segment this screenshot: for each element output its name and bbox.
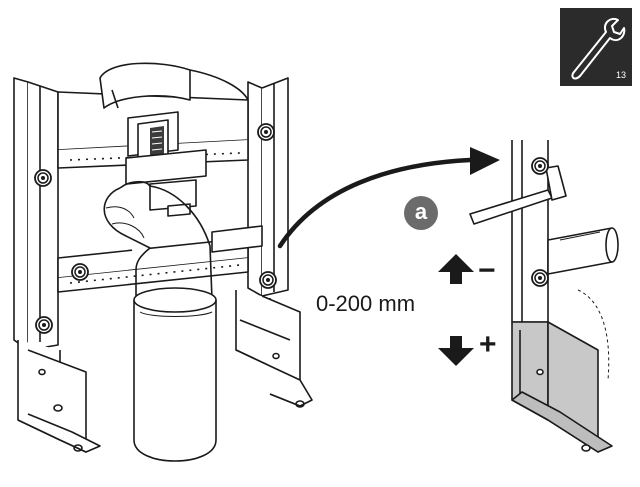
callout-badge: a <box>404 196 438 230</box>
allen-key <box>469 165 567 225</box>
highlighted-foot <box>511 321 613 453</box>
plus-sign: + <box>479 328 497 361</box>
frame-assembly <box>13 62 313 462</box>
curved-arrow <box>277 147 500 249</box>
detail-nut-top <box>531 157 549 175</box>
tool-size-label: 13 <box>615 70 626 80</box>
minus-sign: − <box>478 254 496 287</box>
range-label: 0-200 mm <box>316 291 416 316</box>
right-upright <box>247 77 289 297</box>
left-upright <box>13 77 59 351</box>
detail-nut-bottom <box>531 269 549 287</box>
drain-pipe <box>103 180 217 462</box>
down-arrow <box>438 336 474 366</box>
callout-letter: a <box>414 198 428 224</box>
tool-badge: 13 <box>560 8 632 86</box>
detail-view <box>469 140 619 453</box>
wrench-icon <box>571 18 626 80</box>
right-foot <box>235 290 313 408</box>
up-arrow <box>438 254 474 284</box>
left-foot <box>17 340 101 453</box>
